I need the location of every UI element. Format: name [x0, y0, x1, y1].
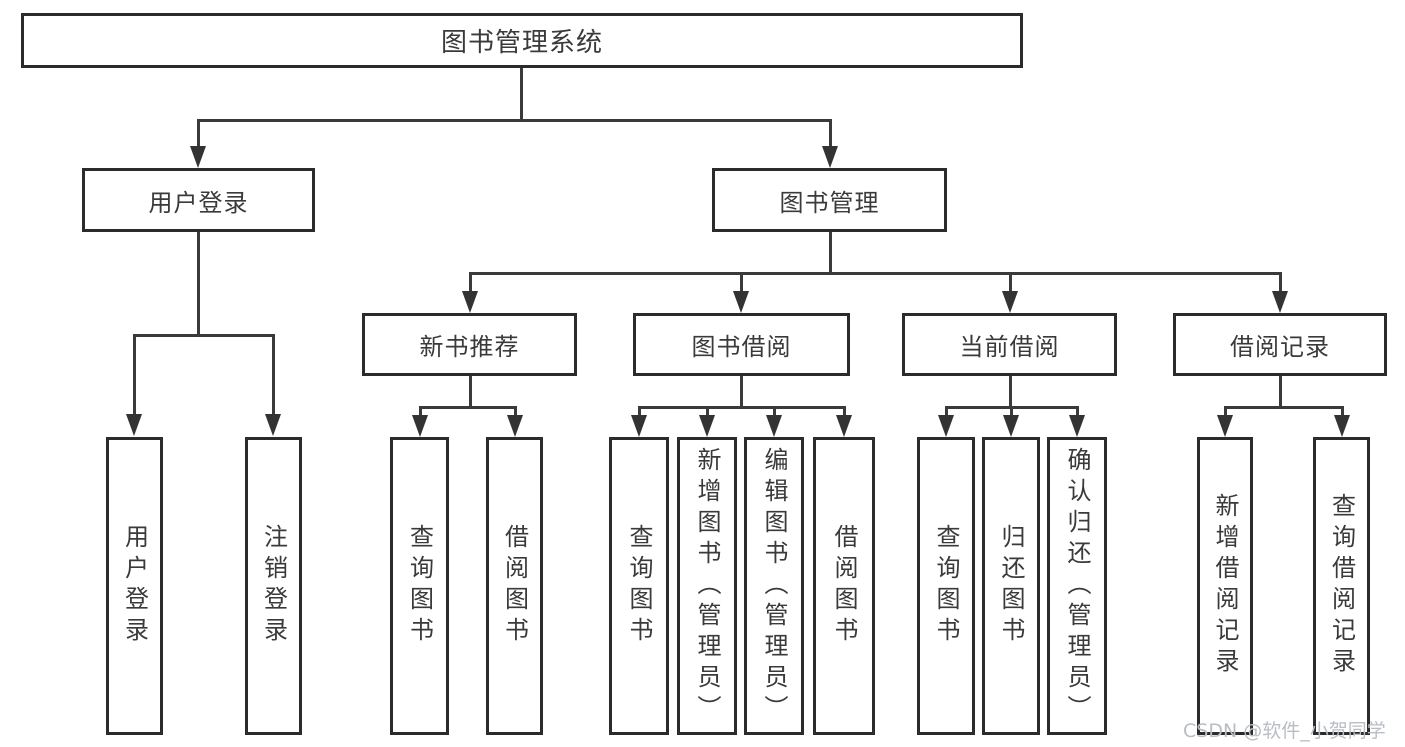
node-library-management-system: 图书管理系统	[21, 13, 1023, 68]
node-borrowing-records: 借阅记录	[1173, 313, 1387, 376]
line-segment	[1076, 406, 1079, 418]
leaf-add-borrow-record: 新增借阅记录	[1197, 437, 1253, 735]
arrowhead	[836, 415, 852, 437]
leaf-label: 用户登录	[120, 524, 149, 648]
node-label: 图书借阅	[691, 333, 792, 361]
arrowhead	[1272, 291, 1288, 313]
line-segment	[197, 119, 200, 148]
node-book-management: 图书管理	[712, 168, 947, 232]
arrowhead	[265, 414, 281, 436]
leaf-add-books-admin: 新增图书（管理员）	[677, 437, 737, 735]
leaf-logout: 注销登录	[245, 437, 302, 735]
line-segment	[1224, 406, 1227, 418]
node-label: 借阅记录	[1230, 333, 1330, 361]
line-segment	[419, 406, 516, 409]
line-segment	[706, 406, 709, 418]
leaf-query-books-recommend: 查询图书	[390, 437, 449, 735]
line-segment	[773, 406, 776, 418]
line-segment	[197, 232, 200, 336]
line-segment	[638, 406, 845, 409]
line-segment	[1009, 376, 1012, 408]
node-label: 用户登录	[148, 188, 249, 217]
leaf-label: 借阅图书	[500, 524, 529, 648]
leaf-label: 借阅图书	[830, 524, 858, 648]
line-segment	[419, 406, 422, 418]
arrowhead	[462, 291, 478, 313]
leaf-label: 查询图书	[405, 524, 434, 648]
leaf-confirm-return-admin: 确认归还（管理员）	[1047, 437, 1107, 735]
node-label: 当前借阅	[959, 333, 1060, 361]
leaf-label: 查询图书	[625, 524, 653, 648]
arrowhead	[733, 291, 749, 313]
leaf-label: 新增借阅记录	[1211, 493, 1239, 679]
line-segment	[1224, 406, 1343, 409]
arrowhead	[938, 415, 954, 437]
leaf-label: 确认归还（管理员）	[1063, 446, 1091, 726]
leaf-label: 注销登录	[259, 524, 288, 648]
arrowhead	[1334, 415, 1350, 437]
arrowhead	[507, 415, 523, 437]
line-segment	[829, 232, 832, 274]
arrowhead	[412, 415, 428, 437]
line-segment	[945, 406, 948, 418]
line-segment	[638, 406, 641, 418]
line-segment	[469, 272, 472, 293]
arrowhead	[822, 146, 838, 168]
leaf-label: 归还图书	[997, 524, 1025, 648]
line-segment	[843, 406, 846, 418]
line-segment	[1009, 272, 1012, 293]
line-segment	[1341, 406, 1344, 418]
arrowhead	[1002, 291, 1018, 313]
line-segment	[133, 334, 275, 337]
line-segment	[740, 376, 743, 408]
leaf-borrow-books: 借阅图书	[813, 437, 875, 735]
arrowhead	[766, 415, 782, 437]
leaf-user-login: 用户登录	[106, 437, 163, 735]
line-segment	[829, 119, 832, 148]
arrowhead	[1003, 415, 1019, 437]
leaf-label: 新增图书（管理员）	[693, 446, 721, 726]
node-current-borrowing: 当前借阅	[902, 313, 1117, 376]
arrowhead	[699, 415, 715, 437]
line-segment	[469, 376, 472, 408]
leaf-edit-books-admin: 编辑图书（管理员）	[744, 437, 804, 735]
arrowhead	[1069, 415, 1085, 437]
node-book-borrowing: 图书借阅	[633, 313, 850, 376]
line-segment	[133, 334, 136, 416]
node-label: 新书推荐	[419, 333, 520, 361]
leaf-borrow-books-recommend: 借阅图书	[486, 437, 543, 735]
arrowhead	[1217, 415, 1233, 437]
line-segment	[1279, 272, 1282, 293]
leaf-return-books: 归还图书	[982, 437, 1040, 735]
node-label: 图书管理系统	[440, 28, 603, 58]
line-segment	[1279, 376, 1282, 408]
leaf-label: 编辑图书（管理员）	[760, 446, 788, 726]
line-segment	[272, 334, 275, 416]
arrowhead	[631, 415, 647, 437]
line-segment	[520, 68, 523, 120]
arrowhead	[126, 414, 142, 436]
arrowhead	[190, 146, 206, 168]
leaf-query-borrow-record: 查询借阅记录	[1313, 437, 1370, 735]
line-segment	[469, 272, 1282, 275]
line-segment	[1010, 406, 1013, 418]
line-segment	[740, 272, 743, 293]
leaf-query-books-current: 查询图书	[917, 437, 975, 735]
line-segment	[197, 119, 831, 122]
leaf-label: 查询借阅记录	[1327, 493, 1356, 679]
line-segment	[514, 406, 517, 418]
leaf-query-books-borrow: 查询图书	[609, 437, 669, 735]
leaf-label: 查询图书	[932, 524, 960, 648]
node-new-book-recommendation: 新书推荐	[362, 313, 577, 376]
node-user-login: 用户登录	[82, 168, 315, 232]
node-label: 图书管理	[779, 188, 880, 217]
watermark: CSDN @软件_小贺同学	[1183, 720, 1386, 742]
